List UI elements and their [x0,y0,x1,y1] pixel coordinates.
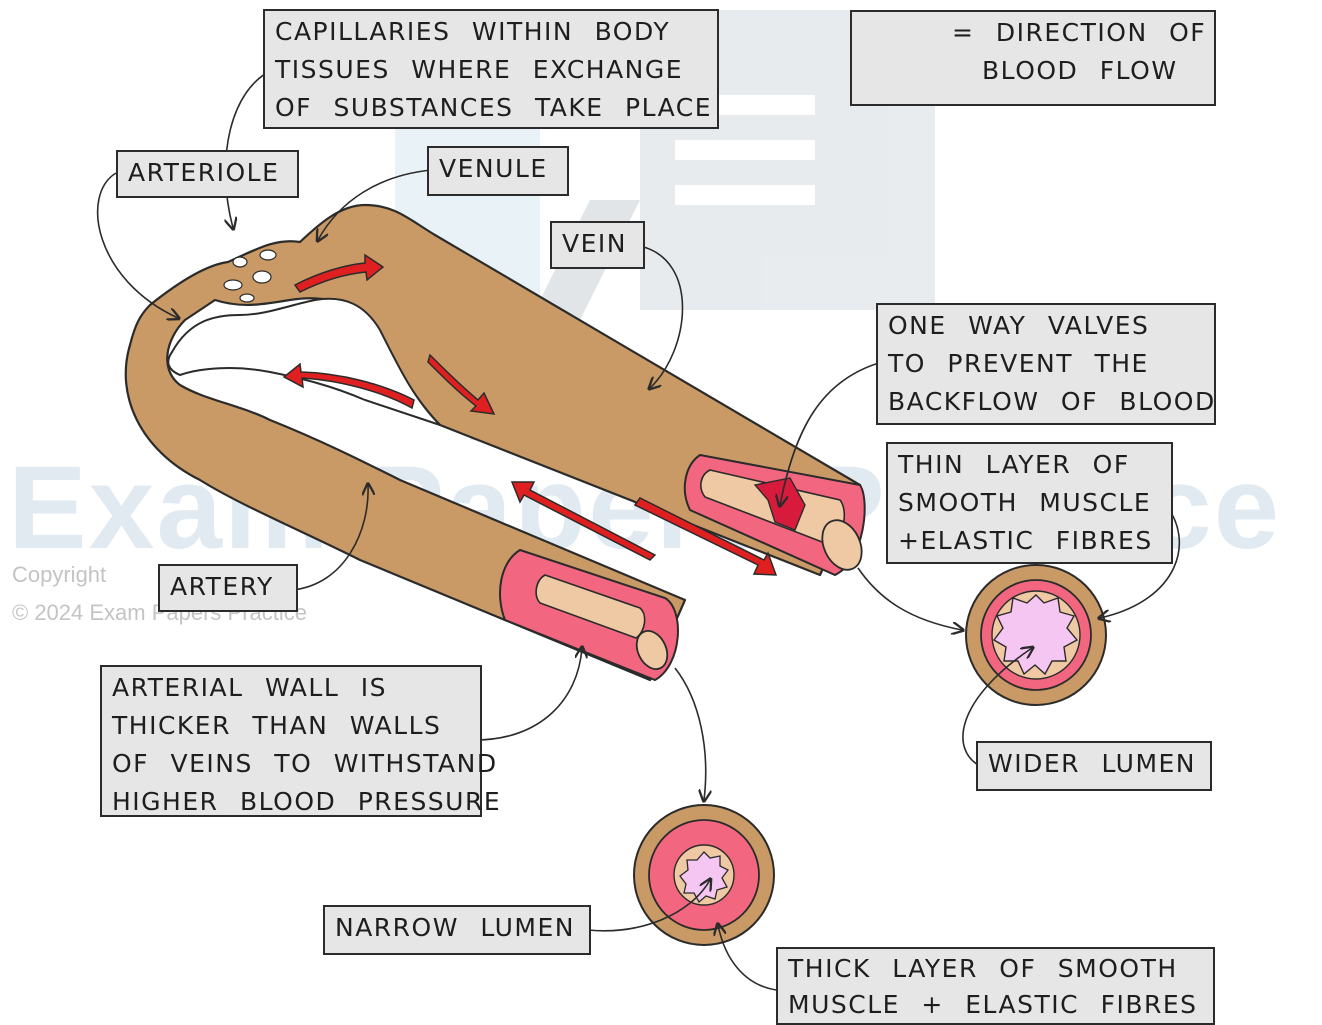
label-thick-layer: THICK LAYER OF SMOOTH MUSCLE + ELASTIC F… [776,947,1215,1025]
legend-text-2: BLOOD FLOW [952,52,1204,90]
capillaries-line-2: TISSUES WHERE EXCHANGE [275,51,707,89]
label-narrow-lumen: NARROW LUMEN [323,905,591,955]
wider-lumen-text: WIDER LUMEN [988,745,1200,783]
label-valves: ONE WAY VALVES TO PREVENT THE BACKFLOW O… [876,303,1216,425]
valves-line-3: BACKFLOW OF BLOOD [888,383,1204,421]
leader-arterial-wall [475,648,582,740]
arteriole-text: ARTERIOLE [128,154,287,192]
arterial-wall-line-2: THICKER THAN WALLS [112,707,470,745]
capillaries-line-1: CAPILLARIES WITHIN BODY [275,13,707,51]
label-wider-lumen: WIDER LUMEN [976,741,1212,791]
label-capillaries: CAPILLARIES WITHIN BODY TISSUES WHERE EX… [263,9,719,129]
label-arterial-wall: ARTERIAL WALL IS THICKER THAN WALLS OF V… [100,665,482,817]
leader-artery-to-section [675,668,706,800]
label-arteriole: ARTERIOLE [116,150,299,198]
artery-cross-section [634,805,774,945]
label-vein: VEIN [550,221,645,269]
narrow-lumen-text: NARROW LUMEN [335,909,579,947]
thin-layer-line-1: THIN LAYER OF [898,446,1161,484]
leader-vein-to-section [858,568,962,630]
label-artery: ARTERY [158,564,298,612]
capillaries-line-3: OF SUBSTANCES TAKE PLACE [275,89,707,127]
venule-text: VENULE [439,150,557,188]
arterial-wall-line-1: ARTERIAL WALL IS [112,669,470,707]
arterial-wall-line-3: OF VEINS TO WITHSTAND [112,745,470,783]
artery-text: ARTERY [170,568,286,606]
thick-layer-line-2: MUSCLE + ELASTIC FIBRES [788,987,1203,1023]
valves-line-1: ONE WAY VALVES [888,307,1204,345]
label-venule: VENULE [427,146,569,196]
thick-layer-line-1: THICK LAYER OF SMOOTH [788,951,1203,987]
label-thin-layer: THIN LAYER OF SMOOTH MUSCLE +ELASTIC FIB… [886,442,1173,564]
arterial-wall-line-4: HIGHER BLOOD PRESSURE [112,783,470,821]
thin-layer-line-2: SMOOTH MUSCLE [898,484,1161,522]
vein-cross-section [966,565,1106,705]
valves-line-2: TO PREVENT THE [888,345,1204,383]
thin-layer-line-3: +ELASTIC FIBRES [898,522,1161,560]
legend-text-1: = DIRECTION OF [952,14,1204,52]
legend-box: = DIRECTION OF BLOOD FLOW [850,10,1216,106]
vein-text: VEIN [562,225,633,263]
